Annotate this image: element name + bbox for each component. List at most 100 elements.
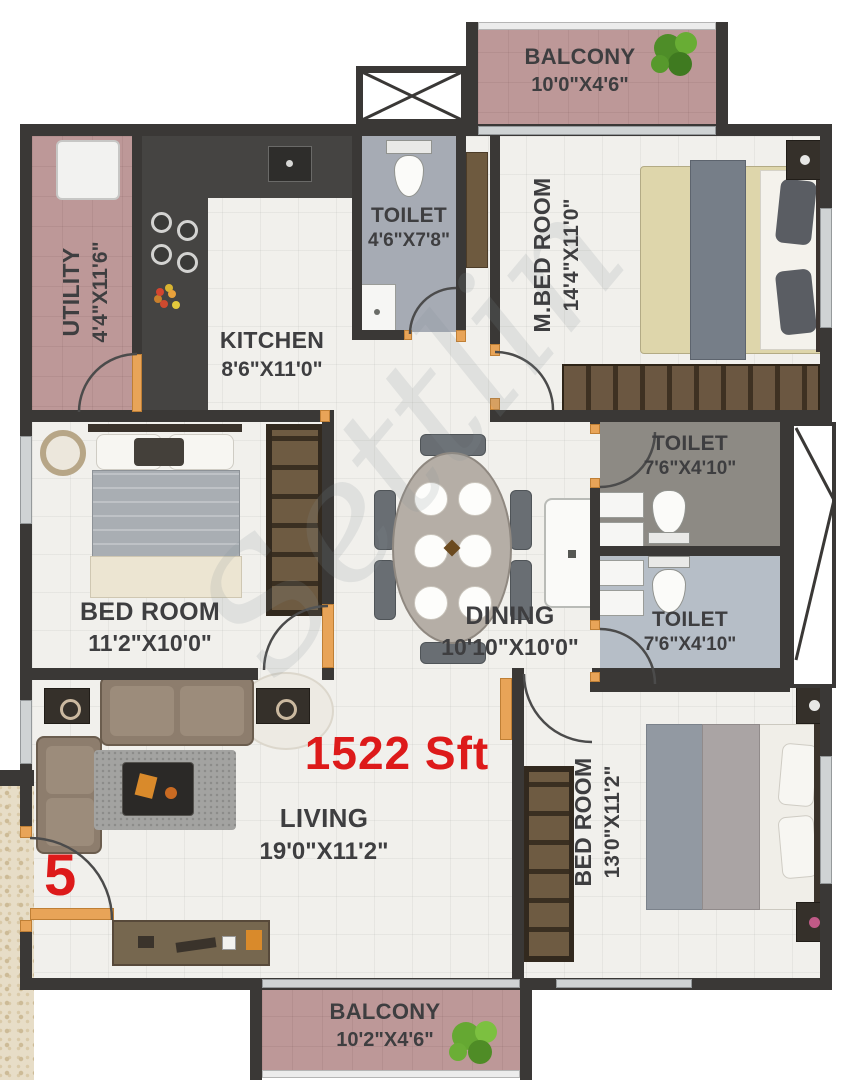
dining-table-icon bbox=[392, 452, 512, 644]
wall bbox=[600, 546, 780, 556]
wall bbox=[250, 986, 262, 1080]
wall bbox=[780, 422, 790, 692]
door-arc bbox=[494, 350, 555, 411]
window-icon bbox=[478, 126, 716, 135]
wc-icon bbox=[648, 556, 690, 568]
window-icon bbox=[262, 979, 520, 988]
decor-icon bbox=[222, 936, 236, 950]
wc-icon bbox=[648, 532, 690, 544]
stove-burner-icon bbox=[151, 244, 172, 265]
door-frame bbox=[590, 672, 600, 682]
wall bbox=[716, 22, 728, 136]
room-dims: 4'6"X7'8" bbox=[368, 230, 450, 252]
door-frame bbox=[590, 424, 600, 434]
chair-icon bbox=[374, 560, 396, 620]
window-icon bbox=[820, 756, 832, 884]
lamp-icon bbox=[809, 700, 820, 711]
room-name: KITCHEN bbox=[219, 327, 325, 353]
wall bbox=[20, 920, 32, 990]
wc-icon bbox=[652, 490, 686, 534]
sink-icon bbox=[598, 590, 644, 616]
sink-icon bbox=[358, 284, 396, 338]
wc-icon bbox=[386, 140, 432, 154]
window-icon bbox=[556, 979, 692, 988]
door-frame bbox=[490, 398, 500, 410]
wall bbox=[466, 22, 478, 136]
kitchen-counter-icon bbox=[142, 136, 352, 198]
stove-burner-icon bbox=[151, 212, 172, 233]
room-dims: 11'2"X10'0" bbox=[88, 629, 212, 656]
kitchen-sink-icon bbox=[268, 146, 312, 182]
entrance-door-arc bbox=[29, 836, 114, 921]
door-frame bbox=[320, 410, 330, 422]
room-dims: 7'6"X4'10" bbox=[643, 634, 737, 656]
room-dims: 13'0"X11'2" bbox=[600, 765, 624, 879]
door-frame bbox=[456, 330, 466, 342]
door-arc bbox=[262, 604, 329, 671]
wall bbox=[352, 136, 362, 340]
stove-burner-icon bbox=[177, 220, 198, 241]
label-bedroom-left: BED ROOM 11'2"X10'0" bbox=[40, 596, 260, 658]
wall bbox=[490, 136, 500, 344]
sofa-cushion-icon bbox=[46, 798, 94, 846]
washing-machine-icon bbox=[56, 140, 120, 200]
window-icon bbox=[820, 208, 832, 328]
duct-diagonal-lines bbox=[794, 427, 836, 661]
lamp-icon bbox=[800, 155, 810, 165]
label-utility: UTILITY 4'4"X11'6" bbox=[57, 207, 115, 377]
room-name: TOILET bbox=[651, 608, 729, 631]
wardrobe-shelves-icon bbox=[529, 772, 569, 956]
side-table-icon bbox=[256, 688, 310, 724]
sofa-icon bbox=[100, 676, 254, 746]
room-name: TOILET bbox=[370, 204, 448, 227]
label-bedroom-right: BED ROOM 13'0"X11'2" bbox=[569, 722, 631, 922]
window-icon bbox=[20, 700, 32, 764]
door-arc bbox=[77, 352, 138, 413]
room-name: TOILET bbox=[651, 432, 729, 455]
bed-blanket-icon bbox=[646, 724, 704, 910]
ceiling-light-icon bbox=[134, 438, 184, 466]
room-dims: 4'4"X11'6" bbox=[88, 241, 112, 343]
room-dims: 10'10"X10'0" bbox=[441, 633, 579, 660]
decor-icon bbox=[60, 699, 81, 720]
door-frame bbox=[404, 330, 412, 340]
room-name: LIVING bbox=[279, 803, 369, 833]
plate-icon bbox=[414, 482, 448, 516]
wall bbox=[590, 680, 790, 692]
door-arc bbox=[408, 286, 457, 335]
label-master-bedroom: M.BED ROOM 14'4"X11'0" bbox=[528, 150, 592, 360]
plate-icon bbox=[414, 586, 448, 620]
chair-icon bbox=[510, 560, 532, 620]
wc-icon bbox=[652, 569, 686, 613]
plate-icon bbox=[458, 482, 492, 516]
label-toilet-top: TOILET 4'6"X7'8" bbox=[362, 202, 456, 254]
wardrobe-icon bbox=[524, 766, 574, 962]
nightstand-icon bbox=[786, 140, 824, 180]
room-dims: 10'0"X4'6" bbox=[531, 73, 629, 96]
wall bbox=[20, 410, 320, 422]
room-name: BED ROOM bbox=[80, 598, 220, 626]
room-dims: 14'4"X11'0" bbox=[559, 198, 583, 312]
duct-cross-lines bbox=[361, 70, 463, 122]
flowers-icon bbox=[156, 288, 164, 296]
unit-number: 5 bbox=[44, 843, 77, 908]
wardrobe-shelves-icon bbox=[272, 430, 318, 610]
wc-icon bbox=[394, 155, 424, 197]
duct-shaft bbox=[790, 422, 836, 688]
door-leaf bbox=[500, 678, 512, 740]
door-frame bbox=[20, 920, 32, 932]
room-name: UTILITY bbox=[58, 247, 84, 337]
wall bbox=[490, 410, 832, 422]
door-leaf bbox=[322, 604, 334, 668]
label-toilet-upper: TOILET 7'6"X4'10" bbox=[600, 430, 780, 482]
sofa-cushion-icon bbox=[46, 746, 94, 794]
label-balcony-bottom: BALCONY 10'2"X4'6" bbox=[275, 998, 495, 1053]
wall-clock-icon bbox=[40, 430, 86, 476]
door-frame bbox=[20, 826, 32, 838]
room-dims: 8'6"X11'0" bbox=[221, 357, 323, 381]
window-icon bbox=[20, 436, 32, 524]
bed-footer-icon bbox=[90, 556, 242, 598]
door-frame bbox=[590, 478, 600, 488]
room-name: BALCONY bbox=[329, 999, 441, 1024]
wall bbox=[590, 486, 600, 626]
